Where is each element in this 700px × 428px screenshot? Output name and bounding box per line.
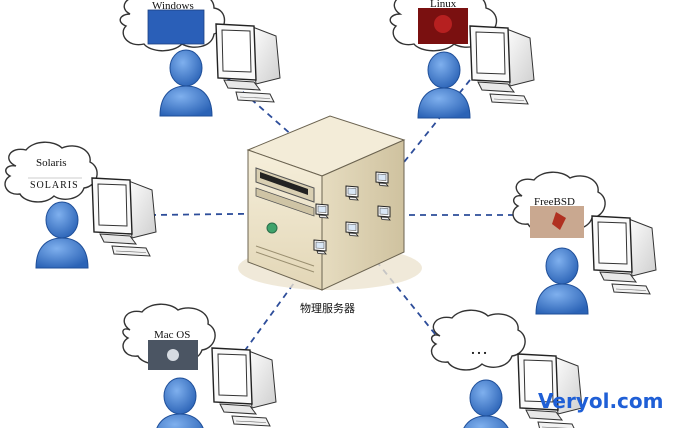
client-windows: Windows bbox=[119, 0, 281, 117]
thought-cloud bbox=[430, 309, 526, 371]
os-sub-label: SOLARIS bbox=[30, 180, 79, 191]
server-label: 物理服务器 bbox=[300, 301, 355, 315]
thought-cloud bbox=[4, 141, 98, 203]
monitor-icon bbox=[215, 23, 281, 103]
client-solaris: Solaris SOLARIS bbox=[4, 141, 157, 269]
user-icon bbox=[535, 247, 589, 315]
physical-server bbox=[238, 115, 422, 291]
link-solaris bbox=[149, 212, 317, 216]
os-label: Mac OS bbox=[154, 329, 190, 341]
user-icon bbox=[417, 51, 471, 119]
os-label: FreeBSD bbox=[534, 196, 575, 208]
monitor-icon bbox=[211, 347, 277, 427]
os-label: Solaris bbox=[36, 157, 67, 169]
user-icon bbox=[459, 379, 513, 428]
client-macos: Mac OS bbox=[122, 303, 277, 428]
user-icon bbox=[35, 201, 89, 269]
client-linux: Linux bbox=[389, 0, 535, 119]
os-label: Linux bbox=[430, 0, 457, 10]
os-label: Windows bbox=[152, 0, 194, 12]
client-more: … bbox=[430, 309, 583, 428]
client-freebsd: FreeBSD bbox=[512, 171, 657, 315]
monitor-icon bbox=[591, 215, 657, 295]
os-label: … bbox=[470, 338, 488, 358]
watermark: Veryol.com bbox=[538, 389, 663, 413]
monitor-icon bbox=[469, 25, 535, 105]
user-icon bbox=[153, 377, 207, 428]
monitor-icon bbox=[91, 177, 157, 257]
user-icon bbox=[159, 49, 213, 117]
os-screenshot bbox=[148, 10, 204, 44]
